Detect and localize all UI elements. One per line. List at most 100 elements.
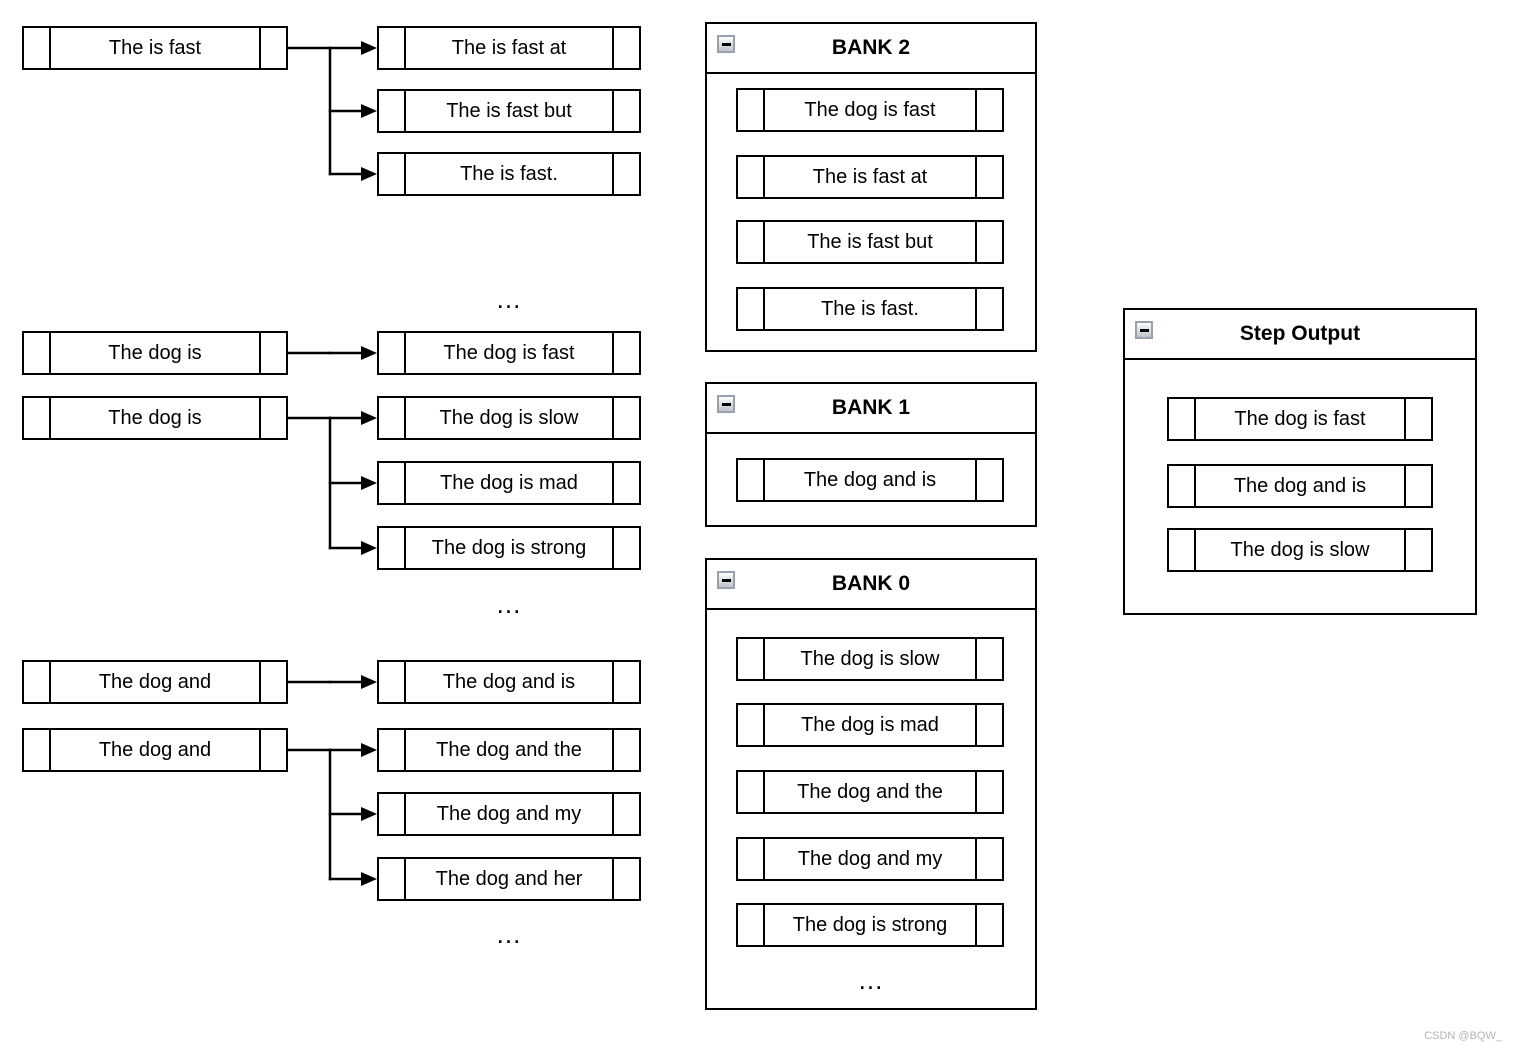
cell-divider-left [404, 398, 406, 438]
bank-2-item: The is fast at [736, 155, 1004, 199]
token-label: The is fast [108, 36, 202, 59]
cell-divider-left [404, 463, 406, 503]
cell-divider-left [763, 839, 765, 879]
collapse-button[interactable] [717, 395, 735, 413]
token-label: The dog and her [435, 867, 583, 890]
arrowhead-icon [361, 41, 377, 55]
arrowhead-icon [361, 675, 377, 689]
panel-title: BANK 1 [831, 396, 911, 419]
cell-divider-left [763, 639, 765, 679]
cell-divider-left [49, 662, 51, 702]
cell-divider-left [404, 859, 406, 899]
token-node-target: The dog and is [377, 660, 641, 704]
token-node-source: The dog and [22, 660, 288, 704]
bank-0-item: The dog and my [736, 837, 1004, 881]
minus-icon [721, 402, 731, 406]
cell-divider-right [612, 91, 614, 131]
cell-divider-left [404, 154, 406, 194]
cell-divider-right [259, 730, 261, 770]
step-output-item: The dog is slow [1167, 528, 1433, 572]
token-label: The dog is slow [800, 647, 940, 670]
token-label: The is fast. [460, 162, 558, 185]
collapse-button[interactable] [717, 35, 735, 53]
token-label: The dog is strong [792, 913, 948, 936]
cell-divider-right [975, 289, 977, 329]
token-node-source: The is fast [22, 26, 288, 70]
panel-titlebar: BANK 1 [707, 384, 1035, 434]
cell-divider-right [975, 460, 977, 500]
cell-divider-right [612, 333, 614, 373]
token-node-target: The is fast. [377, 152, 641, 196]
collapse-button[interactable] [717, 571, 735, 589]
token-label: The dog and my [436, 802, 582, 825]
cell-divider-left [763, 90, 765, 130]
watermark: CSDN @BQW_ [1424, 1030, 1502, 1042]
panel-titlebar: BANK 2 [707, 24, 1035, 74]
token-node-target: The dog and her [377, 857, 641, 901]
panel-title: Step Output [1239, 322, 1361, 345]
cell-divider-right [612, 28, 614, 68]
cell-divider-left [404, 91, 406, 131]
cell-divider-right [975, 222, 977, 262]
bank-0-item: The dog and the [736, 770, 1004, 814]
cell-divider-left [763, 157, 765, 197]
cell-divider-left [404, 528, 406, 568]
cell-divider-right [975, 157, 977, 197]
cell-divider-right [975, 705, 977, 745]
token-label: The dog and is [442, 670, 576, 693]
arrowhead-icon [361, 541, 377, 555]
cell-divider-right [612, 528, 614, 568]
token-node-target: The dog is fast [377, 331, 641, 375]
token-label: The is fast but [446, 99, 572, 122]
cell-divider-left [49, 333, 51, 373]
bank-2-item: The dog is fast [736, 88, 1004, 132]
cell-divider-right [612, 463, 614, 503]
token-label: The is fast at [451, 36, 567, 59]
cell-divider-right [975, 905, 977, 945]
token-label: The dog and my [797, 847, 943, 870]
token-label: The dog is mad [801, 713, 939, 736]
token-label: The dog and the [436, 738, 582, 761]
cell-divider-left [404, 730, 406, 770]
cell-divider-left [1194, 530, 1196, 570]
cell-divider-left [763, 289, 765, 329]
panel-bank-1: BANK 1 [705, 382, 1037, 527]
token-label: The dog is fast [443, 341, 575, 364]
cell-divider-right [975, 839, 977, 879]
ellipsis-text: ... [496, 919, 522, 949]
cell-divider-left [1194, 466, 1196, 506]
bank-0-item: The dog is mad [736, 703, 1004, 747]
cell-divider-right [259, 28, 261, 68]
cell-divider-right [259, 662, 261, 702]
bank-0-item: The dog is strong [736, 903, 1004, 947]
collapse-button[interactable] [1135, 321, 1153, 339]
panel-titlebar: Step Output [1125, 310, 1475, 360]
cell-divider-right [612, 154, 614, 194]
bank-1-item: The dog and is [736, 458, 1004, 502]
cell-divider-right [259, 333, 261, 373]
token-label: The is fast but [807, 230, 933, 253]
cell-divider-left [404, 333, 406, 373]
token-node-target: The is fast at [377, 26, 641, 70]
cell-divider-right [975, 90, 977, 130]
cell-divider-left [49, 730, 51, 770]
token-label: The dog and the [797, 780, 943, 803]
token-node-source: The dog is [22, 396, 288, 440]
cell-divider-left [404, 28, 406, 68]
token-label: The dog and is [1233, 474, 1367, 497]
token-label: The dog is slow [1230, 538, 1370, 561]
arrowhead-icon [361, 346, 377, 360]
arrowhead-icon [361, 872, 377, 886]
token-label: The is fast at [812, 165, 928, 188]
arrowhead-icon [361, 807, 377, 821]
cell-divider-right [1404, 399, 1406, 439]
cell-divider-right [612, 794, 614, 834]
panel-titlebar: BANK 0 [707, 560, 1035, 610]
cell-divider-right [975, 772, 977, 812]
cell-divider-right [975, 639, 977, 679]
minus-icon [1139, 328, 1149, 332]
cell-divider-left [404, 662, 406, 702]
ellipsis-text: ... [496, 589, 522, 619]
